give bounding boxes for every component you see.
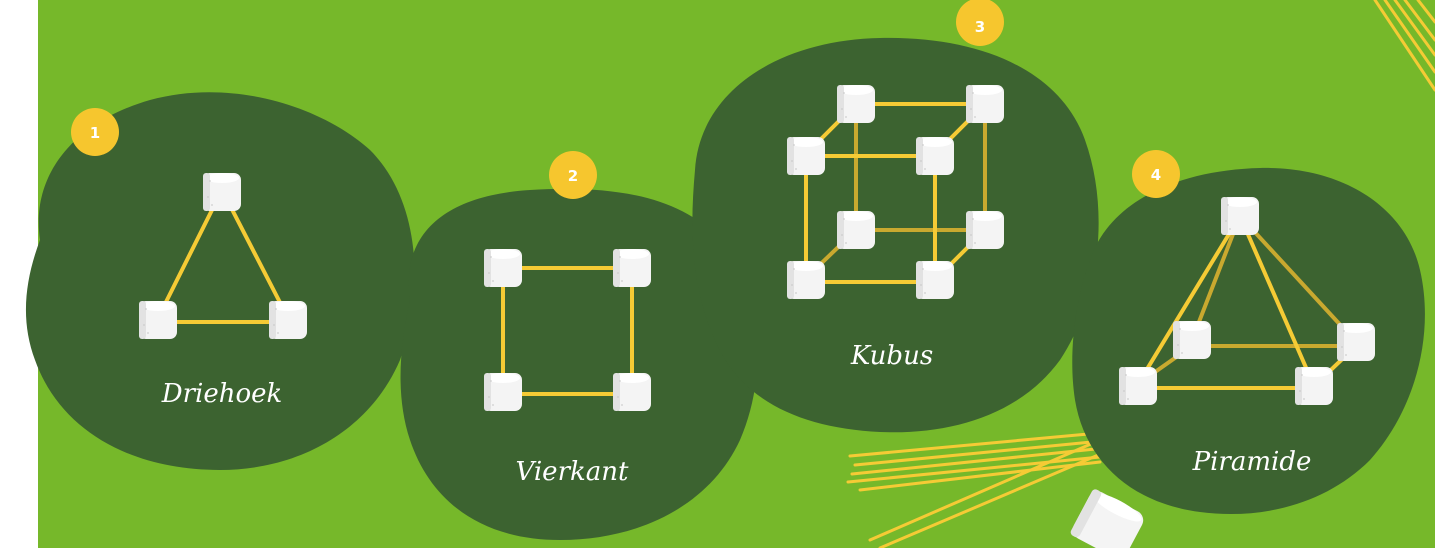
loose-marshmallow-icon (1070, 489, 1144, 548)
marshmallow-icon (483, 372, 523, 412)
spaghetti-pile (846, 430, 1117, 548)
marshmallow-icon (1336, 322, 1376, 362)
shape-label-vierkant: Vierkant (516, 457, 629, 487)
marshmallow-icon (612, 372, 652, 412)
badge-3: 3 (956, 0, 1004, 46)
shape-label-driehoek: Driehoek (161, 379, 283, 409)
badge-number: 2 (568, 167, 578, 185)
shape-card-kubus: Kubus (692, 37, 1099, 433)
shape-card-piramide: Piramide (1072, 167, 1425, 515)
blob-4 (1072, 167, 1425, 515)
marshmallow-icon (268, 300, 308, 340)
marshmallow-icon (836, 84, 876, 124)
badge-2: 2 (549, 151, 597, 199)
shape-card-vierkant: Vierkant (400, 188, 758, 540)
marshmallow-icon (202, 172, 242, 212)
shape-label-kubus: Kubus (850, 341, 933, 371)
marshmallow-icon (786, 136, 826, 176)
marshmallow-icon (836, 210, 876, 250)
marshmallow-icon (786, 260, 826, 300)
badge-4: 4 (1132, 150, 1180, 198)
marshmallow-icon (138, 300, 178, 340)
spaghetti-corner (1373, 0, 1435, 92)
blob-3 (692, 37, 1099, 433)
badge-1: 1 (71, 108, 119, 156)
marshmallow-icon (483, 248, 523, 288)
shape-label-piramide: Piramide (1192, 447, 1312, 477)
badge-number: 3 (975, 18, 985, 36)
marshmallow-icon (1220, 196, 1260, 236)
marshmallow-icon (1172, 320, 1212, 360)
marshmallow-icon (965, 84, 1005, 124)
badge-number: 1 (90, 124, 100, 142)
blob-1 (25, 92, 415, 470)
marshmallow-icon (612, 248, 652, 288)
marshmallow-icon (1118, 366, 1158, 406)
marshmallow-icon (1294, 366, 1334, 406)
badge-number: 4 (1151, 166, 1161, 184)
marshmallow-icon (915, 136, 955, 176)
shape-card-driehoek: Driehoek (25, 92, 415, 470)
marshmallow-icon (915, 260, 955, 300)
marshmallow-icon (965, 210, 1005, 250)
